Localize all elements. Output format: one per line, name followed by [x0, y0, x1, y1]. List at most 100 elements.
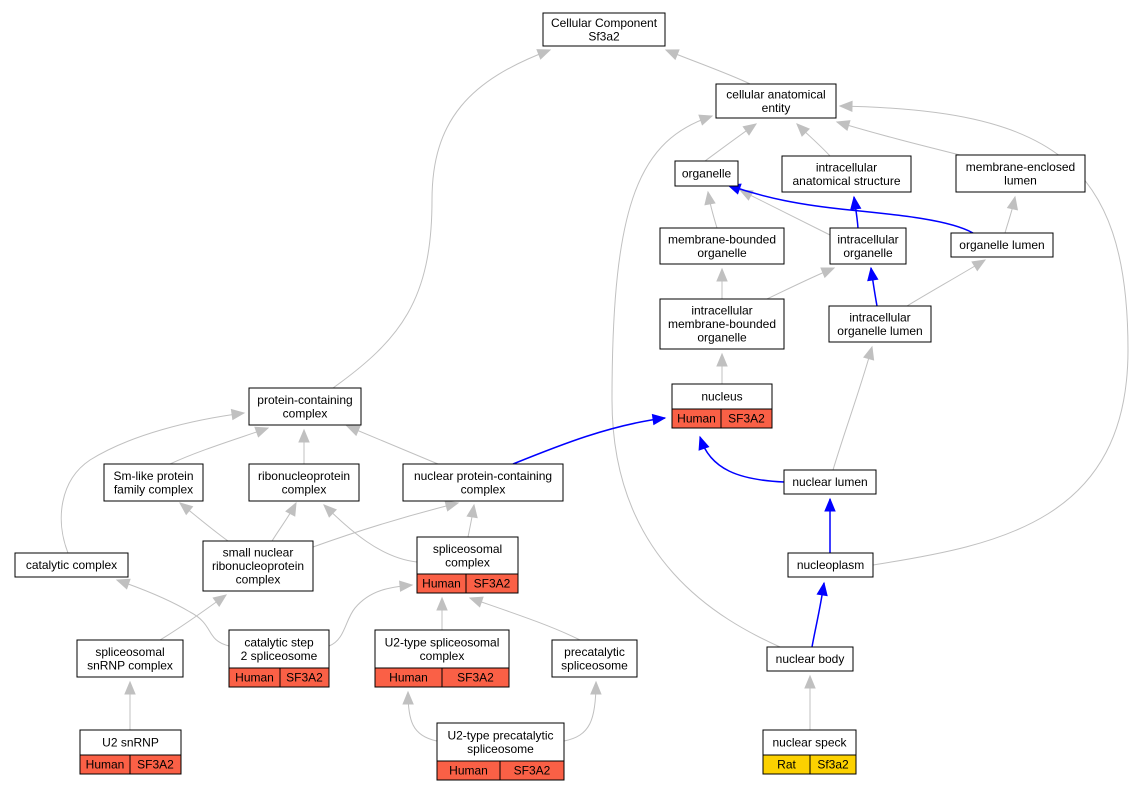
node-label: nuclear protein-containing: [414, 469, 552, 483]
edge-line: [832, 346, 873, 471]
edge-snrnp-to-sml: [178, 502, 229, 542]
node-box: [659, 227, 785, 265]
arrowhead: [436, 596, 448, 611]
arrowhead: [698, 435, 710, 451]
edge-pre-to-spc: [468, 596, 581, 641]
edge-u2p-to-u2t: [402, 690, 438, 742]
annotation-label: SF3A2: [474, 577, 511, 591]
arrowhead: [835, 120, 851, 132]
node-label: small nuclear: [223, 546, 294, 560]
arrowhead: [716, 267, 728, 282]
edge-line: [60, 412, 245, 554]
node-box: [787, 552, 874, 578]
edge-u2p-to-pre: [563, 680, 602, 742]
node-box: [950, 232, 1054, 258]
edge-imbo-to-mbo: [716, 267, 728, 299]
arrowhead: [115, 578, 131, 590]
node-label: spliceosomal: [95, 645, 164, 659]
edge-ias-to-cae: [796, 123, 831, 157]
edge-npcc-to-nuc: [512, 413, 667, 465]
node-nl[interactable]: nuclear lumen: [783, 469, 877, 495]
edge-line: [407, 691, 438, 742]
arrowhead: [323, 504, 337, 518]
node-ol[interactable]: organelle lumen: [950, 232, 1054, 258]
annotation-cell: [441, 667, 510, 688]
node-label: ribonucleoprotein: [258, 469, 350, 483]
edge-ol-to-org: [726, 183, 974, 234]
node-label: family complex: [114, 482, 193, 496]
arrowhead: [1006, 195, 1019, 211]
node-label: Cellular Component: [551, 16, 658, 30]
arrowhead: [468, 596, 484, 608]
edge-sml-to-pcc: [169, 426, 270, 465]
edge-line: [836, 121, 961, 156]
node-label: intracellular: [816, 160, 877, 174]
node-box: [402, 463, 564, 502]
node-org[interactable]: organelle: [674, 160, 739, 187]
node-np[interactable]: nucleoplasm: [787, 552, 874, 578]
edge-line: [611, 115, 781, 648]
arrowhead: [444, 500, 460, 512]
species-label: Rat: [777, 758, 796, 772]
node-label: U2-type precatalytic: [447, 728, 553, 742]
node-label: ribonucleoprotein: [212, 559, 304, 573]
species-label: Sf3a2: [817, 758, 849, 772]
arrowhead: [804, 674, 816, 689]
node-label: precatalytic: [564, 645, 625, 659]
edge-io-to-ias: [850, 195, 862, 229]
node-box: [828, 305, 932, 343]
arrowhead: [796, 123, 810, 137]
node-cat[interactable]: catalytic complex: [14, 552, 129, 578]
annotation-label: SF3A2: [137, 758, 174, 772]
edge-mel-to-cae: [835, 120, 961, 156]
annotation-label: SF3A2: [514, 764, 551, 778]
edge-iol-to-io: [867, 266, 879, 307]
edge-rnp-to-pcc: [298, 428, 310, 464]
node-label: nucleus: [701, 390, 742, 404]
node-label: intracellular: [849, 310, 910, 324]
node-label: nuclear body: [776, 652, 845, 666]
node-box: [248, 387, 362, 426]
edge-line: [699, 436, 785, 483]
arrowhead: [698, 114, 714, 126]
node-label: lumen: [1004, 173, 1037, 187]
arrowhead: [820, 267, 836, 279]
arrowhead: [867, 266, 879, 282]
annotation-label: Human: [389, 671, 428, 685]
node-label: complex: [283, 406, 328, 420]
node-label: complex: [445, 555, 490, 569]
node-nb[interactable]: nuclear body: [766, 646, 854, 672]
edge-line: [346, 425, 439, 465]
node-box: [551, 639, 638, 678]
edge-line: [116, 579, 230, 647]
node-label: complex: [236, 573, 281, 587]
annotation-cell: [809, 754, 857, 775]
node-label: cellular anatomical: [726, 87, 825, 101]
edge-cae-to-cc: [664, 49, 751, 85]
node-label: nuclear speck: [772, 736, 847, 750]
arrowhead: [824, 497, 836, 512]
node-box: [542, 12, 666, 47]
